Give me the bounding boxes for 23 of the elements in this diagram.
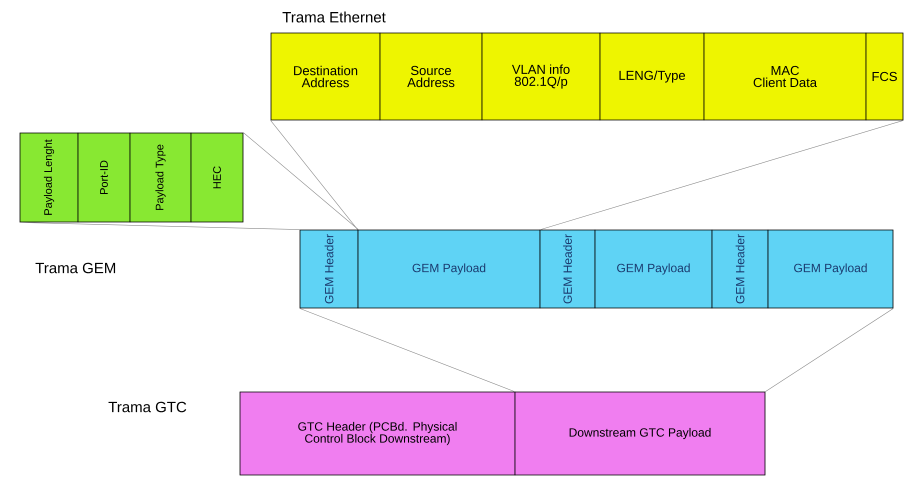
frame-field: GEM Header	[540, 230, 596, 308]
frame-title: Trama GEM	[36, 262, 116, 274]
frame-field: GTC Header (PCBd. Physical Control Block Downstream)	[240, 392, 516, 476]
frame-field: LENG/Type	[600, 32, 704, 120]
frame-field: GEM Header	[300, 230, 358, 308]
frame-field: GEM Header	[712, 230, 768, 308]
frame-title: Trama Ethernet	[282, 12, 386, 22]
frame-field: VLAN info 802.1Q/p	[482, 32, 600, 120]
connector-line	[243, 132, 359, 230]
connector-line	[270, 120, 358, 230]
header-field: Payload Type	[130, 132, 192, 222]
connector-line	[765, 308, 894, 392]
header-field: HEC	[190, 132, 244, 222]
connector-line	[19, 222, 300, 230]
frame-field: Destination Address	[270, 32, 380, 120]
frame-field: FCS	[866, 32, 904, 120]
header-field: Payload Lenght	[20, 132, 78, 222]
frame-field: Source Address	[380, 32, 482, 120]
connector-line	[299, 308, 515, 392]
frame-field: Downstream GTC Payload	[514, 392, 766, 476]
frame-title: Trama GTC	[108, 402, 186, 412]
header-field: Port-ID	[78, 132, 130, 222]
connector-line	[540, 120, 904, 230]
